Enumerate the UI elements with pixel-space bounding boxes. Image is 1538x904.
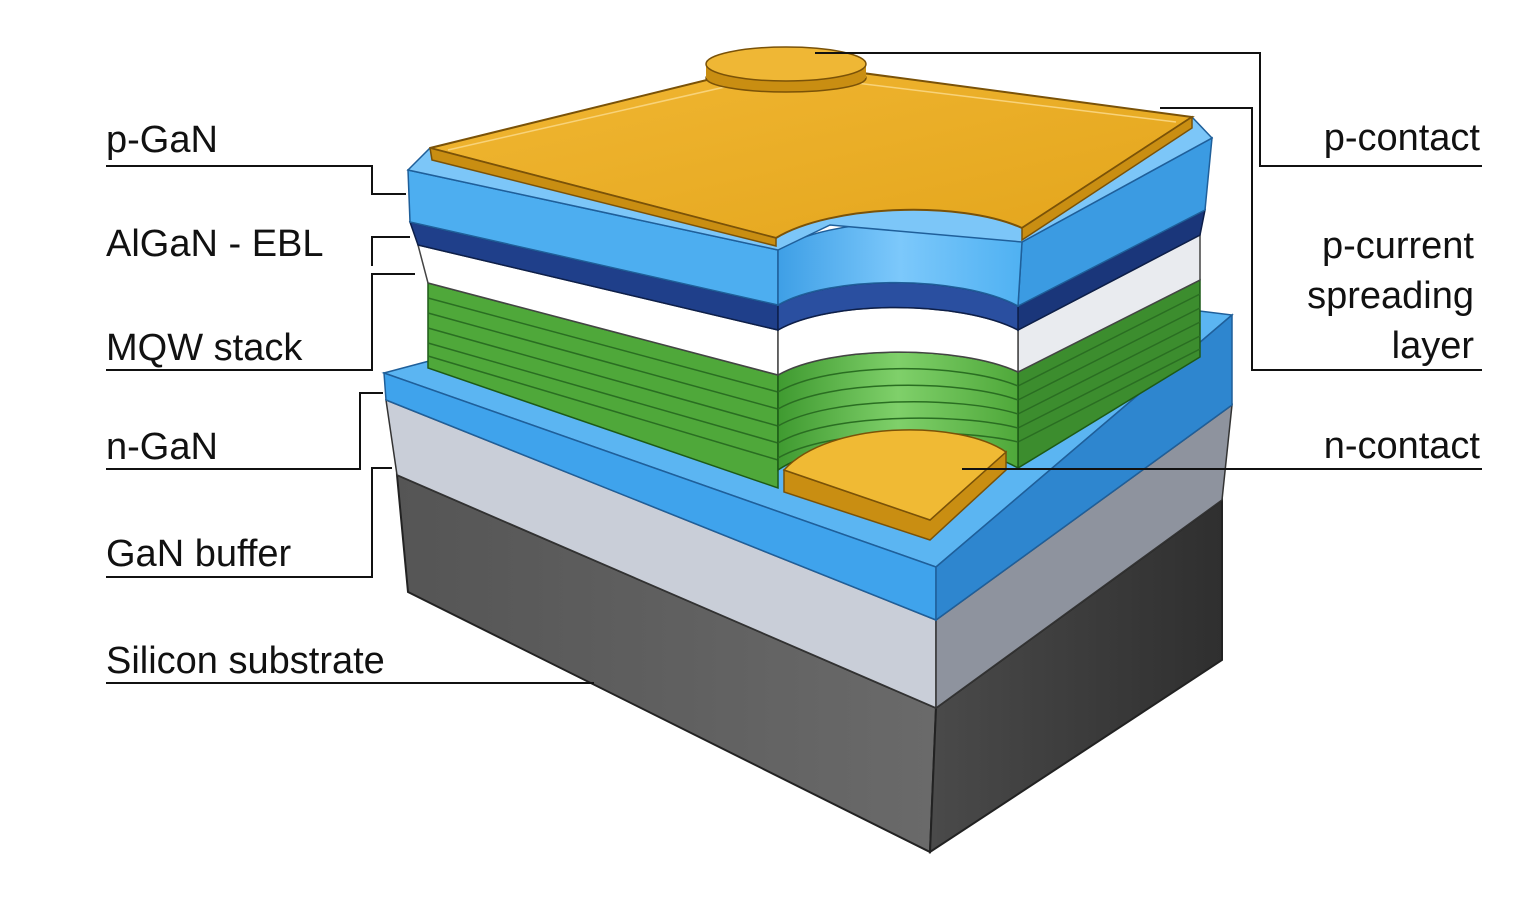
label-p-current-line-1: p-current xyxy=(1321,225,1474,267)
label-silicon-substrate: Silicon substrate xyxy=(106,640,385,682)
leader-gan-buffer xyxy=(106,467,392,578)
label-p-contact: p-contact xyxy=(1323,117,1480,159)
leader-p-contact xyxy=(815,52,1482,167)
p-current-spreading-edge xyxy=(429,146,777,247)
label-p-current-spreading-layer: p-current spreading layer xyxy=(1307,221,1474,371)
leader-p-gan xyxy=(106,165,406,195)
label-n-contact: n-contact xyxy=(1323,425,1480,467)
label-p-current-line-3: layer xyxy=(1391,325,1474,367)
label-p-current-line-2: spreading xyxy=(1307,275,1474,317)
p-contact-pad xyxy=(705,46,867,93)
label-gan-buffer: GaN buffer xyxy=(106,533,292,575)
leader-n-gan xyxy=(106,392,383,470)
mesa-stack xyxy=(406,60,1214,490)
p-current-spreading-edge-right xyxy=(1021,115,1193,242)
leader-lines xyxy=(106,52,1482,684)
label-algan-ebl: AlGaN - EBL xyxy=(106,223,324,265)
leader-algan-ebl xyxy=(371,236,410,266)
label-mqw-stack: MQW stack xyxy=(106,327,303,369)
n-gan-right-face xyxy=(935,313,1233,622)
label-p-gan: p-GaN xyxy=(106,119,218,161)
label-n-gan: n-GaN xyxy=(106,426,218,468)
leader-p-current-spreading xyxy=(1160,107,1482,371)
leader-mqw-stack xyxy=(106,273,415,371)
